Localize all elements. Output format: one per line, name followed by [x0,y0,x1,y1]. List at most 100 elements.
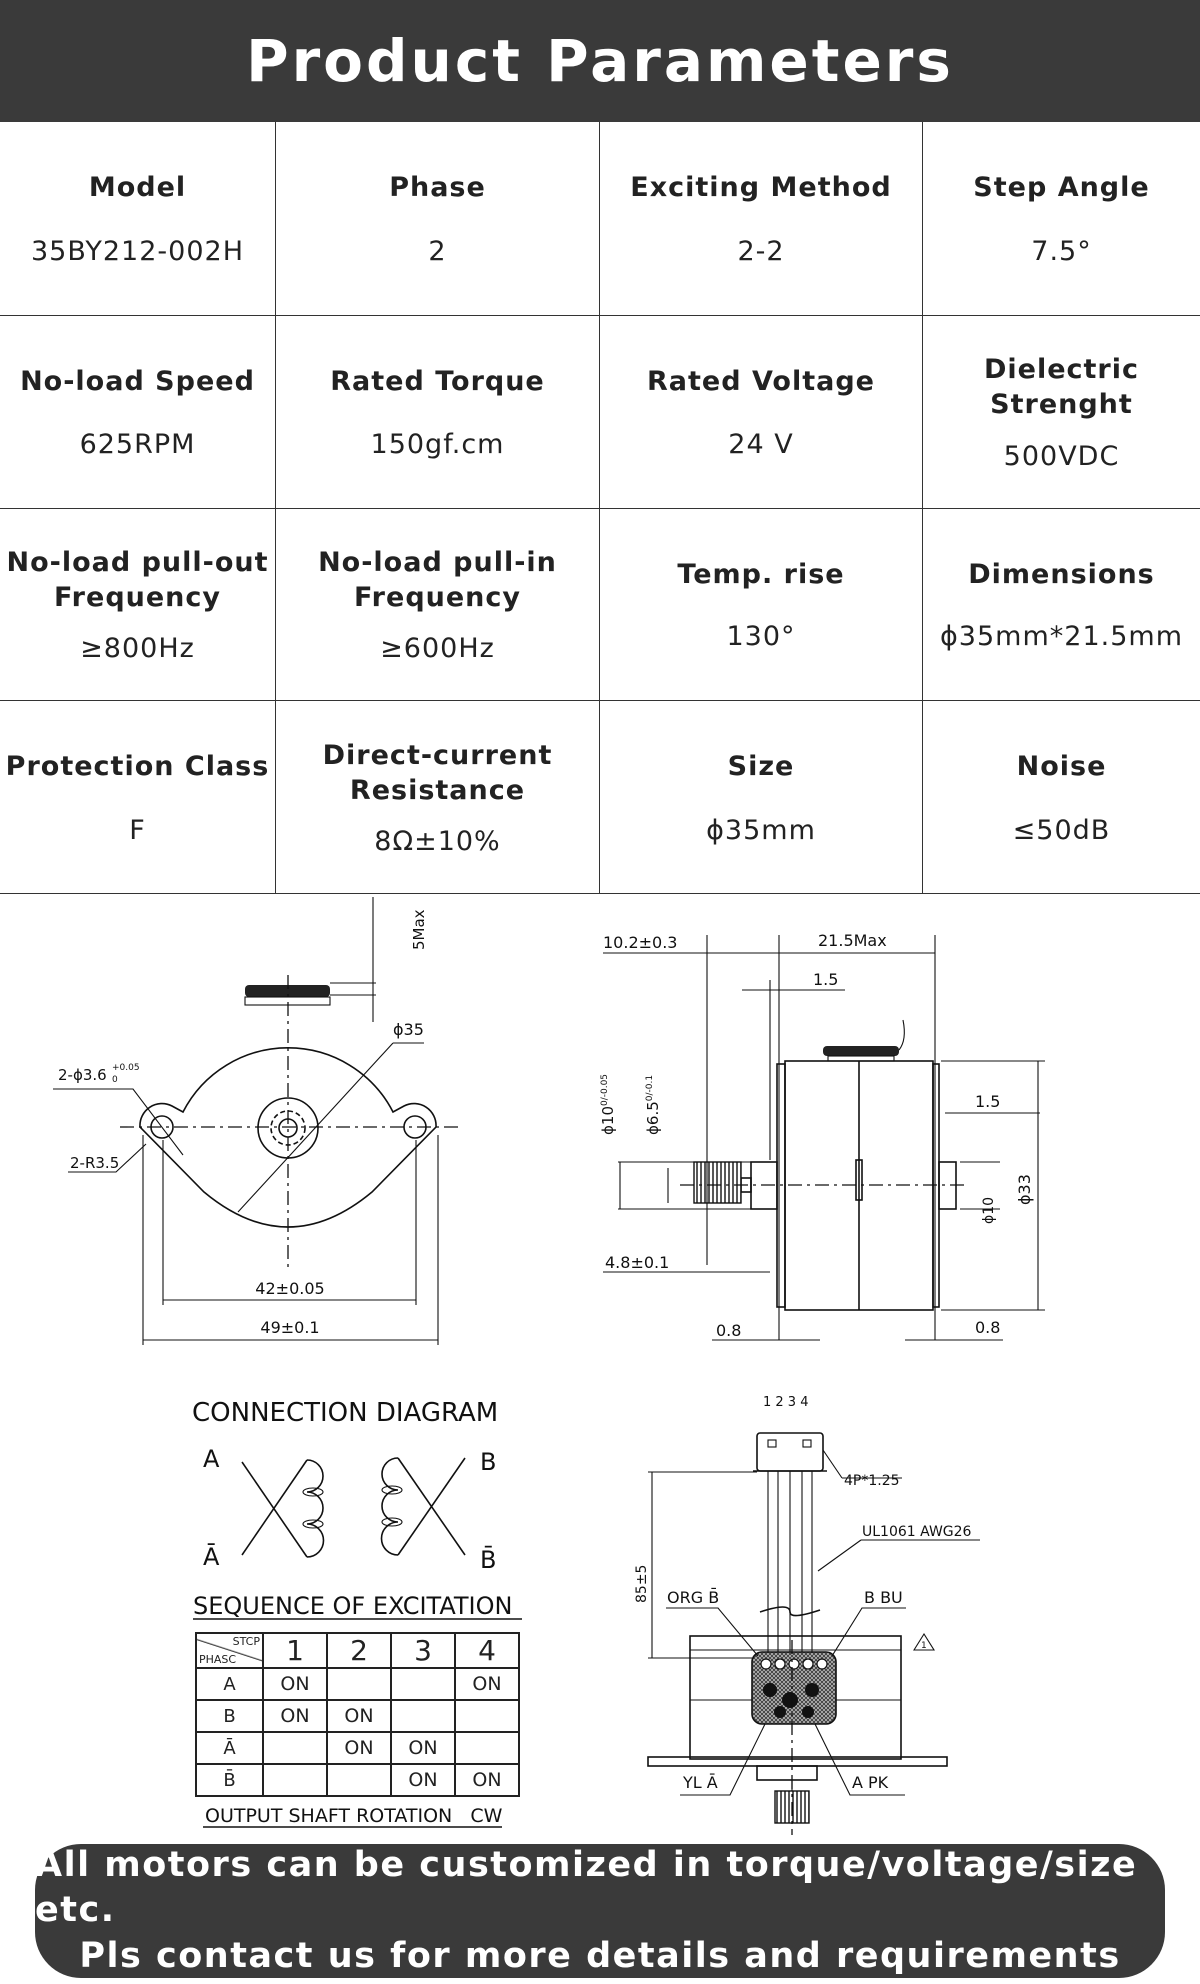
param-value: 8Ω±10% [374,826,501,858]
label-a-bar: Ā [203,1542,220,1571]
label-b-bar: B̄ [480,1545,496,1574]
pk-label: A PK [852,1773,889,1792]
dim-radius: 2-R3.5 [70,1154,119,1172]
param-title: No-load pull-out Frequency [6,546,269,614]
dim-plate-left: 0.8 [716,1321,741,1340]
param-value: 2-2 [737,235,785,267]
dim-body-diameter: ϕ33 [1015,1174,1034,1205]
excitation-corner-header: STCP PHASC [195,1632,264,1669]
param-cell: No-load pull-out Frequency ≥800Hz [0,509,276,701]
param-value: ≥800Hz [80,633,195,665]
param-title: Direct-current Resistance [322,739,553,806]
side-view-drawing: 10.2±0.3 21.5Max 1.5 ϕ100/-0.05 ϕ6.50/-0… [599,931,1045,1341]
param-title: Exciting Method [630,172,892,204]
param-title: No-load Speed [20,365,255,397]
dim-rear-boss-diameter: ϕ10 [981,1197,997,1224]
front-view-drawing: 5Max ϕ35 2-ϕ3.6 +0.05 0 2-R3.5 42±0.05 4… [53,897,458,1345]
rotation-label: OUTPUT SHAFT ROTATION CW [205,1805,503,1827]
dim-boss-diameter: ϕ100/-0.05 [599,1074,617,1135]
page-title: Product Parameters [246,27,954,95]
hole-tol-lower: 0 [112,1075,118,1085]
wiring-drawing: 1 2 3 4 4P*1.25 UL1061 AWG26 85±5 ORG B̄… [634,1395,980,1835]
dim-depth: 21.5Max [818,931,887,950]
excitation-cell: ON [326,1699,392,1733]
param-title: No-load pull-in Frequency [318,546,557,614]
param-value: F [129,814,146,846]
banner-line-1: All motors can be customized in torque/v… [35,1844,1138,1931]
param-value: ϕ35mm*21.5mm [940,621,1183,653]
param-value: 625RPM [79,429,196,461]
param-title: Rated Voltage [647,365,875,397]
connection-title: CONNECTION DIAGRAM [192,1398,498,1428]
bu-label: B BU [864,1588,903,1607]
step-header: 1 [262,1632,328,1669]
label-a: A [203,1445,220,1473]
dim-diameter: ϕ35 [393,1020,424,1039]
excitation-cell: ON [454,1763,520,1797]
param-value: 150gf.cm [370,429,505,461]
param-title: Dimensions [968,558,1155,590]
excitation-cell [326,1667,392,1701]
phase-label: B [195,1699,264,1733]
excitation-cell: ON [454,1667,520,1701]
excitation-cell: ON [262,1699,328,1733]
param-title: Temp. rise [677,558,845,590]
dim-width: 49±0.1 [260,1318,319,1337]
param-value: 500VDC [1003,440,1120,472]
phase-label: Ā [195,1731,264,1765]
param-value: ≥600Hz [380,633,495,665]
param-value: 7.5° [1031,235,1092,267]
excitation-cell [262,1763,328,1797]
note-marker: 1 [921,1641,927,1651]
excitation-cell [454,1699,520,1733]
dim-rear-flange: 1.5 [975,1092,1000,1111]
param-cell: Rated Torque 150gf.cm [276,316,600,509]
sequence-title: SEQUENCE OF EXCITATION [193,1592,512,1620]
param-cell: Noise≤50dB [923,701,1200,894]
param-cell: Exciting Method 2-2 [600,122,923,316]
param-title: Size [727,751,795,783]
param-cell: No-load pull-in Frequency ≥600Hz [276,509,600,701]
excitation-cell [326,1763,392,1797]
label-b: B [480,1448,496,1476]
corner-phase-label: PHASC [199,1653,237,1666]
excitation-cell: ON [390,1763,456,1797]
param-title: Protection Class [5,751,270,783]
lead-length: 85±5 [634,1565,650,1603]
step-header: 4 [454,1632,520,1669]
excitation-cell [390,1667,456,1701]
banner-line-2: Pls contact us for more details and requ… [79,1935,1121,1976]
param-cell: Step Angle 7.5° [923,122,1200,316]
param-cell: Dimensions ϕ35mm*21.5mm [923,509,1200,701]
contact-banner: All motors can be customized in torque/v… [35,1844,1165,1978]
dim-shaft-length: 10.2±0.3 [603,933,677,952]
dim-5max: 5Max [410,909,428,950]
excitation-cell: ON [262,1667,328,1701]
dim-gear-length: 4.8±0.1 [605,1253,669,1272]
param-title: Rated Torque [330,365,545,397]
dim-plate-right: 0.8 [975,1318,1000,1337]
header-bar: Product Parameters [0,0,1200,122]
phase-label: A [195,1667,264,1701]
param-cell: No-load Speed 625RPM [0,316,276,509]
hole-tol-upper: +0.05 [112,1063,140,1073]
param-title: Model [88,172,187,204]
param-title: Phase [389,172,486,204]
param-value: 2 [428,235,447,267]
excitation-cell: ON [326,1731,392,1765]
dim-flange: 1.5 [813,970,838,989]
yl-label: YL Ā [682,1773,718,1792]
param-title: Step Angle [973,172,1150,204]
wire-label: UL1061 AWG26 [862,1524,972,1540]
excitation-cell [454,1731,520,1765]
connection-diagram: CONNECTION DIAGRAM A Ā B B̄ SEQUENCE OF … [192,1398,522,1828]
